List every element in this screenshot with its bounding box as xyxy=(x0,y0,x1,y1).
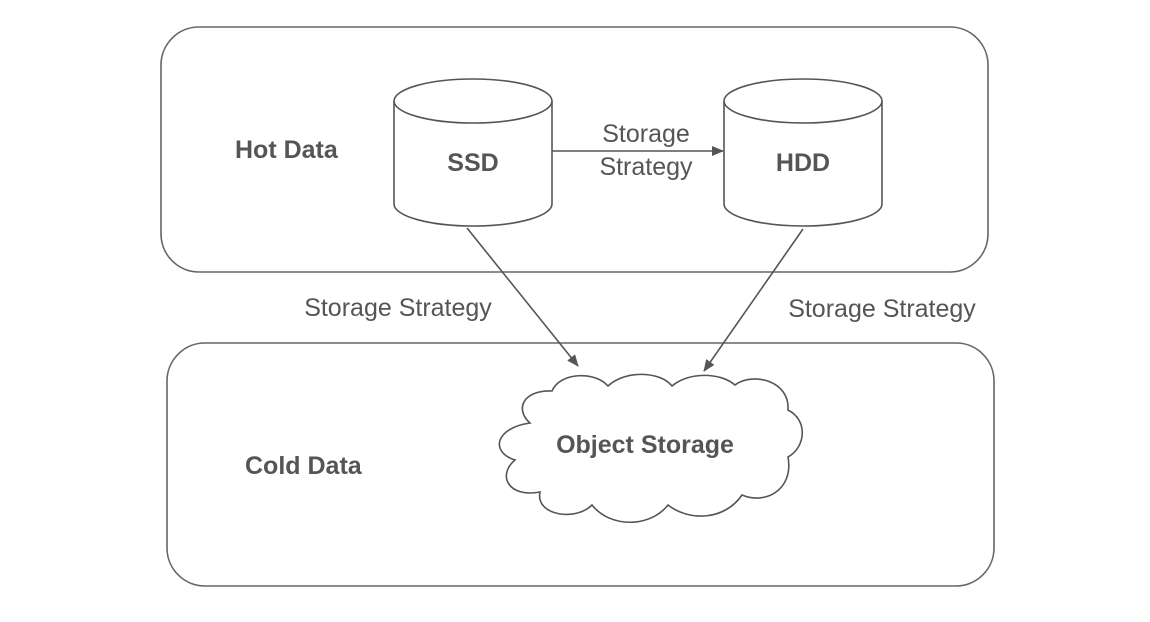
object-storage-cloud xyxy=(498,373,803,524)
cold-data-label: Cold Data xyxy=(245,452,363,480)
hdd-label: HDD xyxy=(776,149,830,177)
ssd-label: SSD xyxy=(447,149,498,177)
arrow-ssd-to-object-storage xyxy=(466,227,579,367)
cold-data-group xyxy=(166,342,995,587)
arrow-ssd-to-hdd-label-line1: Storage xyxy=(602,120,690,148)
arrow-hdd-to-object-storage-label: Storage Strategy xyxy=(788,295,976,323)
arrow-ssd-to-hdd-label-line2: Strategy xyxy=(599,153,693,181)
object-storage-label: Object Storage xyxy=(556,431,734,459)
ssd-cylinder xyxy=(393,78,553,227)
hot-data-label: Hot Data xyxy=(235,136,339,164)
arrow-ssd-to-object-storage-label: Storage Strategy xyxy=(304,294,492,322)
hot-data-group xyxy=(160,26,989,273)
arrow-hdd-to-object-storage xyxy=(703,228,804,372)
hdd-cylinder xyxy=(723,78,883,227)
